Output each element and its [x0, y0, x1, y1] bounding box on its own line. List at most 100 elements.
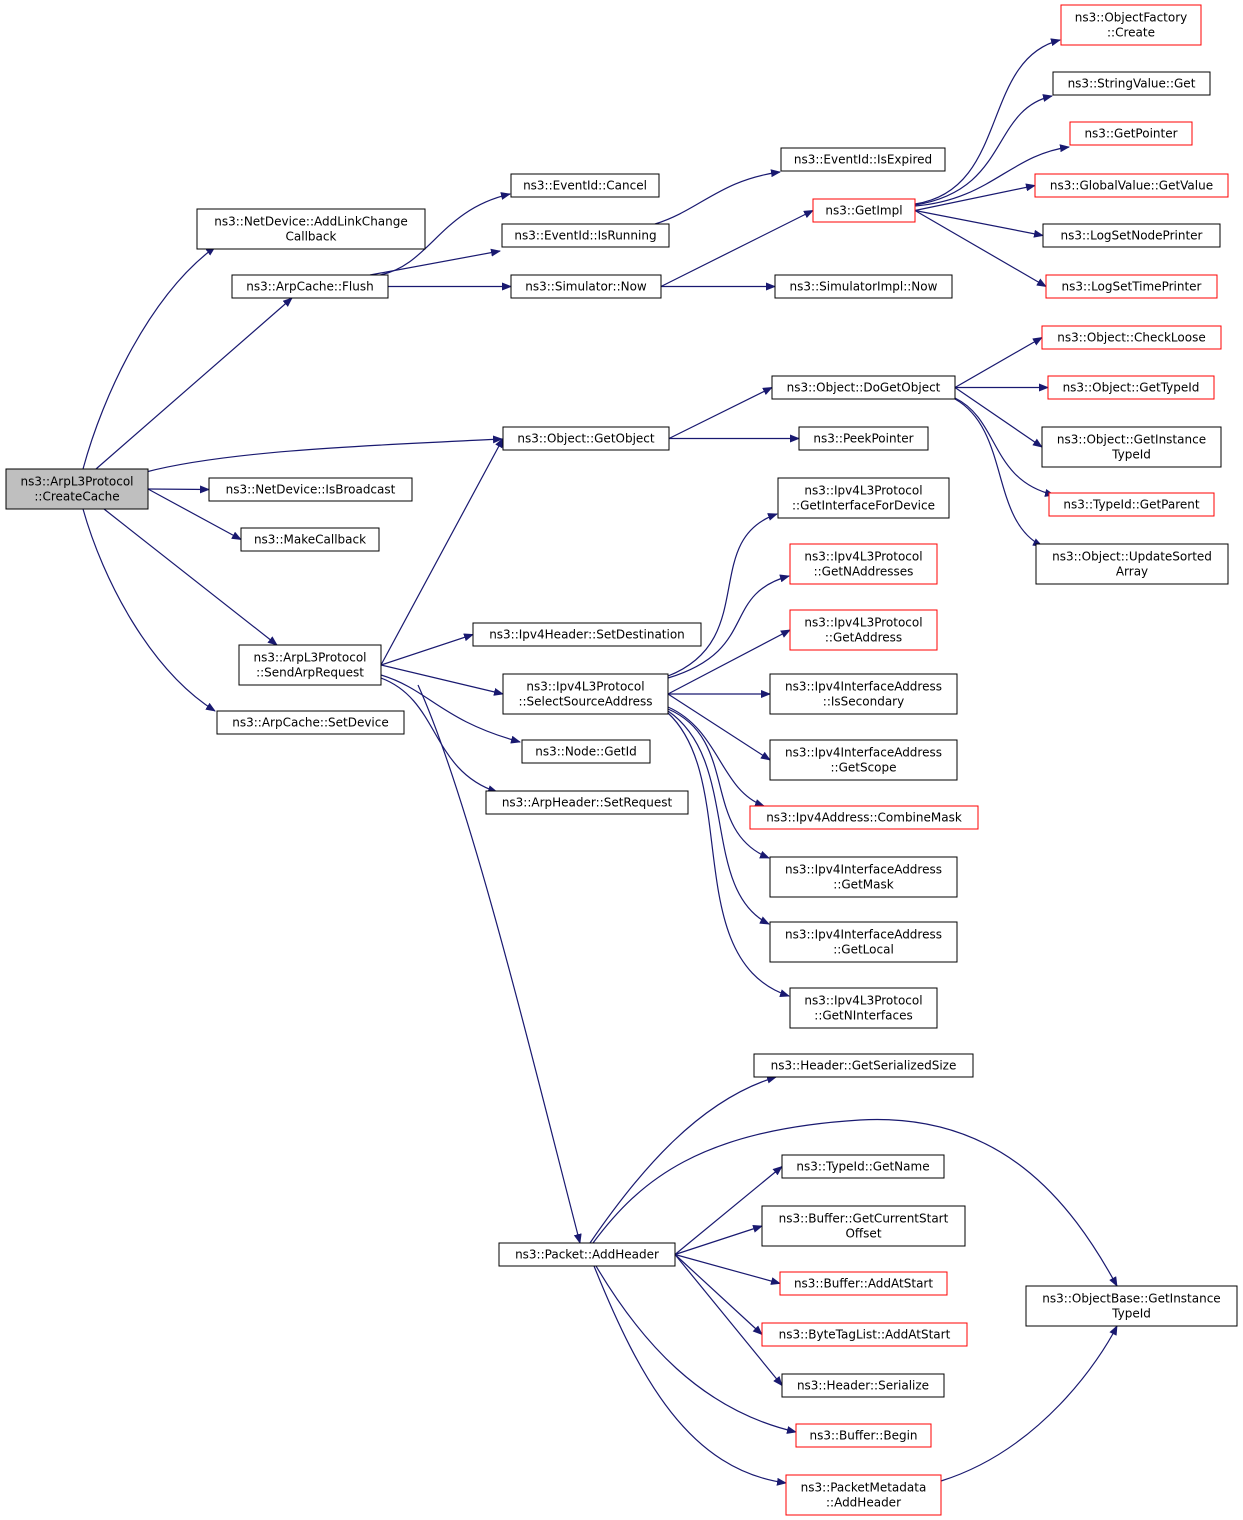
node-addheader[interactable]: ns3::Packet::AddHeader — [498, 1242, 676, 1267]
node-getimpl[interactable]: ns3::GetImpl — [812, 198, 916, 223]
node-label: ns3::TypeId::GetName — [796, 1160, 929, 1174]
node-isbroadcast[interactable]: ns3::NetDevice::IsBroadcast — [208, 477, 413, 502]
node-box — [1069, 121, 1193, 146]
edge-getimpl-to-getpointer — [914, 144, 1070, 207]
node-bufaddatstart[interactable]: ns3::Buffer::AddAtStart — [779, 1271, 948, 1296]
node-getserializedsize[interactable]: ns3::Header::GetSerializedSize — [753, 1053, 974, 1078]
node-globalvalue[interactable]: ns3::GlobalValue::GetValue — [1034, 173, 1229, 198]
edge-addheader-to-bufaddatstart — [674, 1253, 781, 1285]
edge-sendarprequest-to-addheader — [417, 684, 582, 1244]
node-label: ns3::GlobalValue::GetValue — [1050, 179, 1213, 193]
node-box — [771, 375, 956, 400]
node-label: ::AddHeader — [826, 1496, 901, 1510]
node-peekpointer[interactable]: ns3::PeekPointer — [798, 426, 929, 451]
node-label: ns3::Ipv4L3Protocol — [526, 680, 644, 694]
node-getpointer[interactable]: ns3::GetPointer — [1069, 121, 1193, 146]
node-box — [774, 274, 953, 299]
node-label: ns3::LogSetTimePrinter — [1061, 280, 1201, 294]
node-simimplnow[interactable]: ns3::SimulatorImpl::Now — [774, 274, 953, 299]
node-getlocal[interactable]: ns3::Ipv4InterfaceAddress::GetLocal — [769, 921, 958, 963]
node-box — [753, 1053, 974, 1078]
node-getninterfaces[interactable]: ns3::Ipv4L3Protocol::GetNInterfaces — [789, 987, 938, 1029]
node-label: ns3::Buffer::Begin — [809, 1429, 917, 1443]
node-box — [502, 426, 670, 451]
node-logtimeprinter[interactable]: ns3::LogSetTimePrinter — [1045, 274, 1218, 299]
node-label: ns3::Ipv4InterfaceAddress — [785, 928, 942, 942]
node-label: ::GetInterfaceForDevice — [792, 499, 935, 513]
edge-getimpl-to-stringvalueget — [914, 94, 1053, 206]
node-nodegetid[interactable]: ns3::Node::GetId — [521, 739, 651, 764]
node-label: Array — [1116, 565, 1148, 579]
node-combinemask[interactable]: ns3::Ipv4Address::CombineMask — [749, 805, 979, 830]
function-nodes: ns3::ArpL3Protocol::CreateCache ns3::NetD… — [5, 4, 1238, 1516]
node-box — [231, 274, 389, 299]
node-getmask[interactable]: ns3::Ipv4InterfaceAddress::GetMask — [769, 856, 958, 898]
node-box — [502, 673, 669, 715]
node-selectsource[interactable]: ns3::Ipv4L3Protocol::SelectSourceAddress — [502, 673, 669, 715]
call-edges — [82, 38, 1118, 1486]
edge-sendarprequest-to-nodegetid — [380, 674, 521, 744]
edge-pmaddheader-to-objbasegetinstance — [940, 1325, 1118, 1482]
node-flush[interactable]: ns3::ArpCache::Flush — [231, 274, 389, 299]
node-sendarprequest[interactable]: ns3::ArpL3Protocol::SendArpRequest — [238, 644, 382, 686]
node-setdestination[interactable]: ns3::Ipv4Header::SetDestination — [472, 622, 702, 647]
node-dogetobject[interactable]: ns3::Object::DoGetObject — [771, 375, 956, 400]
node-checkloose[interactable]: ns3::Object::CheckLoose — [1041, 325, 1222, 350]
node-getparent[interactable]: ns3::TypeId::GetParent — [1048, 492, 1215, 517]
node-label: ns3::Ipv4L3Protocol — [804, 484, 922, 498]
edge-createcache-to-getobject — [145, 435, 503, 473]
node-getifacefordev[interactable]: ns3::Ipv4L3Protocol::GetInterfaceForDevi… — [777, 477, 950, 519]
node-box — [761, 1322, 968, 1347]
node-label: ns3::EventId::Cancel — [523, 179, 647, 193]
node-getnaddresses[interactable]: ns3::Ipv4L3Protocol::GetNAddresses — [789, 543, 938, 585]
node-label: ns3::LogSetNodePrinter — [1061, 229, 1203, 243]
node-cancel[interactable]: ns3::EventId::Cancel — [510, 173, 660, 198]
edge-createcache-to-adddlinkchange — [82, 246, 216, 470]
node-label: ns3::Ipv4L3Protocol — [804, 994, 922, 1008]
node-box — [789, 543, 938, 585]
node-createcache[interactable]: ns3::ArpL3Protocol::CreateCache — [5, 468, 149, 510]
node-box — [777, 477, 950, 519]
edge-addheader-to-objbasegetinstance — [592, 1118, 1118, 1287]
edge-sendarprequest-to-setrequest — [380, 677, 498, 793]
node-label: ::CreateCache — [34, 490, 119, 504]
node-box — [498, 1242, 676, 1267]
node-box — [1041, 325, 1222, 350]
node-makecallback[interactable]: ns3::MakeCallback — [240, 527, 380, 552]
node-simnow[interactable]: ns3::Simulator::Now — [510, 274, 662, 299]
edge-getimpl-to-objfactcreate — [914, 38, 1061, 205]
node-box — [216, 710, 405, 735]
edge-sendarprequest-to-getobject — [380, 437, 504, 666]
node-isrunning[interactable]: ns3::EventId::IsRunning — [501, 223, 670, 248]
node-label: ns3::Buffer::GetCurrentStart — [779, 1212, 949, 1226]
edge-sendarprequest-to-selectsource — [380, 664, 504, 696]
node-lognodeprinter[interactable]: ns3::LogSetNodePrinter — [1042, 223, 1221, 248]
node-getscope[interactable]: ns3::Ipv4InterfaceAddress::GetScope — [769, 739, 958, 781]
node-getaddress[interactable]: ns3::Ipv4L3Protocol::GetAddress — [789, 609, 938, 651]
node-label: Offset — [845, 1227, 881, 1241]
node-pmaddheader[interactable]: ns3::PacketMetadata::AddHeader — [785, 1474, 942, 1516]
node-objfactcreate[interactable]: ns3::ObjectFactory::Create — [1060, 4, 1202, 46]
node-label: ns3::ArpCache::Flush — [246, 280, 373, 294]
node-getobject[interactable]: ns3::Object::GetObject — [502, 426, 670, 451]
node-getname[interactable]: ns3::TypeId::GetName — [781, 1154, 945, 1179]
node-objgettypeid[interactable]: ns3::Object::GetTypeId — [1047, 375, 1215, 400]
node-label: ns3::PeekPointer — [813, 432, 913, 446]
node-btladdatstart[interactable]: ns3::ByteTagList::AddAtStart — [761, 1322, 968, 1347]
node-issecondary[interactable]: ns3::Ipv4InterfaceAddress::IsSecondary — [769, 673, 958, 715]
node-bufbegin[interactable]: ns3::Buffer::Begin — [795, 1423, 932, 1448]
node-isexpired[interactable]: ns3::EventId::IsExpired — [780, 147, 946, 172]
node-label: ns3::Object::CheckLoose — [1057, 331, 1205, 345]
node-label: ns3::ObjectBase::GetInstance — [1042, 1292, 1220, 1306]
node-label: TypeId — [1111, 448, 1151, 462]
node-serialize[interactable]: ns3::Header::Serialize — [781, 1373, 945, 1398]
node-setrequest[interactable]: ns3::ArpHeader::SetRequest — [485, 790, 689, 815]
node-setdevice[interactable]: ns3::ArpCache::SetDevice — [216, 710, 405, 735]
edge-selectsource-to-getscope — [667, 693, 771, 761]
node-stringvalueget[interactable]: ns3::StringValue::Get — [1052, 71, 1211, 96]
